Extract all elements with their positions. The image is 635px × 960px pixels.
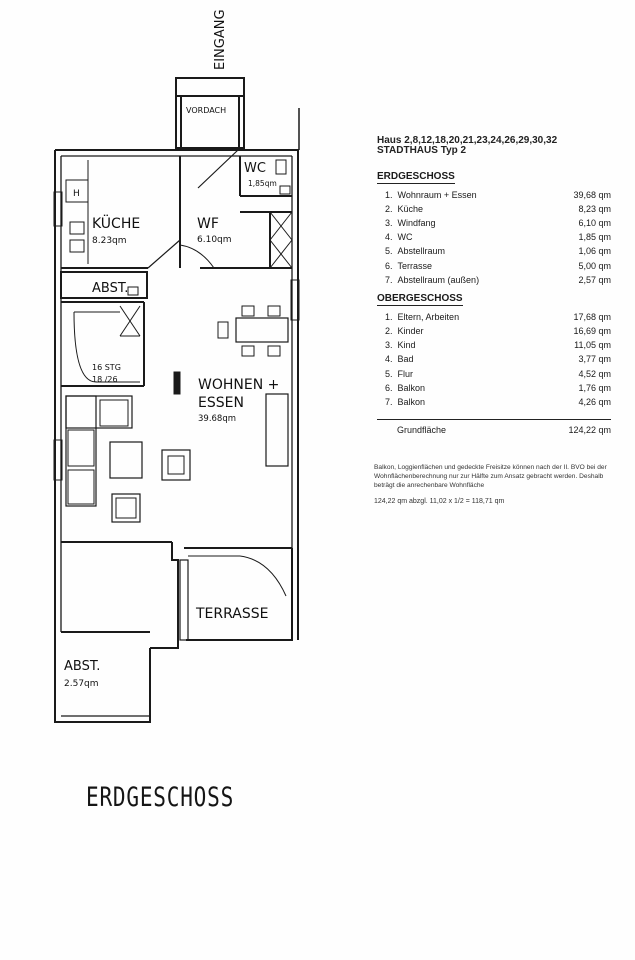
terrace-label: TERRASSE <box>195 606 268 622</box>
canopy-label: VORDACH <box>186 106 226 115</box>
total-label: Grundfläche <box>397 424 447 435</box>
house-type: STADTHAUS Typ 2 <box>377 145 467 156</box>
storage-label: ABST. <box>92 281 128 296</box>
stairs-dimension: 18 /26 <box>92 375 118 384</box>
living-label-1: WOHNEN + <box>198 377 279 393</box>
total-area: 124,22 qm <box>568 424 611 435</box>
area-note: Balkon, Loggienflächen und gedeckte Frei… <box>374 464 620 506</box>
living-label-2: ESSEN <box>198 395 244 411</box>
total-row: Grundfläche 124,22 qm <box>377 418 611 435</box>
kitchen-area: 8.23qm <box>92 236 127 246</box>
living-area: 39.68qm <box>198 414 236 424</box>
house-numbers: Haus 2,8,12,18,20,21,23,24,26,29,30,32 <box>377 135 558 146</box>
ground-floor-heading: ERDGESCHOSS <box>377 171 455 184</box>
stairs-count: 16 STG <box>92 363 121 372</box>
entrance-label: EINGANG <box>213 9 228 70</box>
outdoor-storage-area: 2.57qm <box>64 679 99 689</box>
list-item: 7. Abstellraum (außen)2,57 qm <box>385 274 611 285</box>
floor-title: ERDGESCHOSS <box>86 782 235 813</box>
net-area-calculation: 124,22 qm abzgl. 11,02 x 1/2 = 118,71 qm <box>374 497 505 505</box>
kitchen-label: KÜCHE <box>92 214 140 232</box>
canopy-outline <box>175 77 245 149</box>
wc-label: WC <box>244 161 266 176</box>
hob-mark: H <box>73 189 80 199</box>
hall-area: 6.10qm <box>197 235 232 245</box>
upper-floor-heading: OBERGESCHOSS <box>377 293 463 307</box>
outdoor-storage-label: ABST. <box>64 659 100 674</box>
storage-room <box>60 271 148 299</box>
note-text: Balkon, Loggienflächen und gedeckte Frei… <box>374 464 607 489</box>
wc-area: 1,85qm <box>248 179 277 188</box>
room-schedule: Haus 2,8,12,18,20,21,23,24,26,29,30,32 S… <box>377 136 611 435</box>
hall-label: WF <box>197 216 219 232</box>
outer-wall <box>55 149 299 640</box>
